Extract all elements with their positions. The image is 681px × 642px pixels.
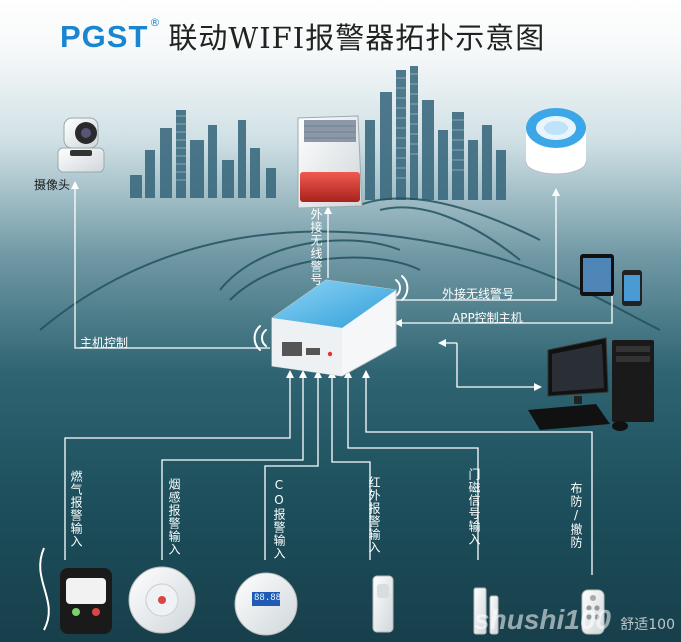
wifi-router-icon <box>271 279 397 377</box>
camera-icon <box>57 117 105 173</box>
co-display-value: 88.88 <box>254 593 282 603</box>
arm-disarm-label: 布防/撤防 <box>569 482 583 549</box>
page-title: 联动WIFI报警器拓扑示意图 <box>168 21 546 55</box>
registered-mark: ® <box>149 16 161 29</box>
remote-control-icon <box>581 589 605 635</box>
co-detector-icon <box>234 572 298 636</box>
desktop-computer-icon <box>528 337 654 431</box>
door-sensor-icon <box>473 587 499 635</box>
header: PGST ® 联动WIFI报警器拓扑示意图 <box>60 14 545 58</box>
smoke-detector-icon <box>128 566 196 634</box>
skyline-windows <box>176 73 464 181</box>
connection-lines <box>64 181 613 575</box>
external-siren-top-label: 外接无线警号 <box>309 208 323 286</box>
host-control-label: 主机控制 <box>80 336 129 350</box>
wifi-signal-icon <box>253 275 409 351</box>
app-control-label: APP控制主机 <box>452 311 523 325</box>
outdoor-siren-icon <box>297 115 363 209</box>
gas-input-label: 燃气报警输入 <box>69 470 83 548</box>
door-input-label: 门磁信号输入 <box>467 468 481 546</box>
camera-label: 摄像头 <box>34 178 71 192</box>
co-input-label: CO报警输入 <box>272 478 286 560</box>
watermark-cn: 舒适100 <box>620 617 675 633</box>
decor-curves <box>39 197 661 331</box>
brand-logo: PGST <box>60 18 149 54</box>
watermark: shushi100 <box>474 604 611 635</box>
tablet-phone-icon <box>580 254 642 306</box>
ir-input-label: 红外报警输入 <box>367 476 381 554</box>
smoke-input-label: 烟感报警输入 <box>167 478 181 556</box>
indoor-siren-icon <box>525 108 587 175</box>
pir-sensor-icon <box>372 575 394 633</box>
external-siren-right-label: 外接无线警号 <box>442 287 515 301</box>
gas-detector-icon <box>39 547 112 634</box>
city-skyline <box>130 66 506 200</box>
